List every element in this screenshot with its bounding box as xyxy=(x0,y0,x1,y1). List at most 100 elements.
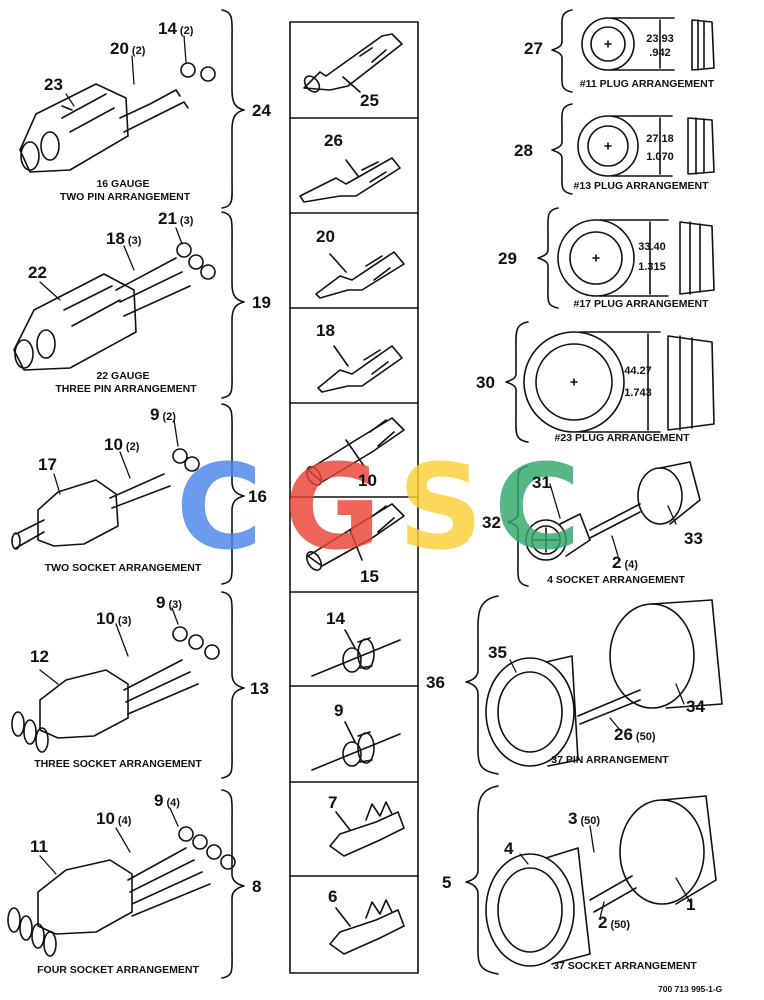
callout-9-detail: 9 xyxy=(334,701,344,720)
watermark-letter-c2: C xyxy=(494,438,581,576)
callout-24: 24 xyxy=(252,101,271,120)
callout-9-three: 9(3) xyxy=(156,593,182,612)
caption-three-socket: THREE SOCKET ARRANGEMENT xyxy=(34,758,202,770)
callout-10-four: 10(4) xyxy=(96,809,132,828)
dimension-30-metric: 44.27 xyxy=(624,365,652,377)
seal-9-drawing xyxy=(311,721,401,771)
plug-17-drawing xyxy=(557,219,715,297)
callout-6: 6 xyxy=(328,887,338,906)
callout-14: 14(2) xyxy=(158,19,194,38)
dimension-30-inch: 1.743 xyxy=(624,387,652,399)
plug-11-drawing xyxy=(581,17,715,71)
callout-21: 21(3) xyxy=(158,209,194,228)
callout-17: 17 xyxy=(38,455,57,474)
callout-28: 28 xyxy=(514,141,533,160)
caption-plug-13: #13 PLUG ARRANGEMENT xyxy=(573,180,709,192)
watermark-letter-c: C xyxy=(176,438,263,576)
callout-22: 22 xyxy=(28,263,47,282)
caption-22-gauge: 22 GAUGE xyxy=(96,370,150,382)
caption-16-gauge: 16 GAUGE xyxy=(96,178,150,190)
callout-26-fifty: 26(50) xyxy=(614,725,656,744)
caption-three-pin: THREE PIN ARRANGEMENT xyxy=(55,383,197,395)
plug-23-drawing xyxy=(523,331,715,433)
callout-10-two: 10(2) xyxy=(104,435,140,454)
callout-36: 36 xyxy=(426,673,445,692)
callout-18: 18(3) xyxy=(106,229,142,248)
caption-two-pin: TWO PIN ARRANGEMENT xyxy=(59,191,191,203)
leader-lines xyxy=(39,35,691,919)
dimension-29-metric: 33.40 xyxy=(638,241,666,253)
pin-20-drawing xyxy=(315,251,405,299)
figure-code: 700 713 995-1-G xyxy=(658,984,723,994)
two-pin-connector-drawing xyxy=(19,62,216,173)
callout-20-detail: 20 xyxy=(316,227,335,246)
caption-plug-17: #17 PLUG ARRANGEMENT xyxy=(573,298,709,310)
callout-34: 34 xyxy=(686,697,705,716)
caption-37-socket: 37 SOCKET ARRANGEMENT xyxy=(553,960,697,972)
dimension-27-inch: .942 xyxy=(649,47,671,59)
callout-2-fifty: 2(50) xyxy=(598,913,631,932)
caption-37-pin: 37 PIN ARRANGEMENT xyxy=(551,754,669,766)
caption-two-socket: TWO SOCKET ARRANGEMENT xyxy=(44,562,202,574)
callout-25: 25 xyxy=(360,91,379,110)
three-socket-connector-drawing xyxy=(11,626,220,753)
terminal-7-drawing xyxy=(329,801,405,857)
caption-four-socket: FOUR SOCKET ARRANGEMENT xyxy=(37,964,199,976)
callout-10-three: 10(3) xyxy=(96,609,132,628)
callout-18-detail: 18 xyxy=(316,321,335,340)
two-socket-connector-drawing xyxy=(11,448,200,550)
callout-7: 7 xyxy=(328,793,338,812)
dimension-28-metric: 27.18 xyxy=(646,133,674,145)
callout-15: 15 xyxy=(360,567,379,586)
caption-plug-11: #11 PLUG ARRANGEMENT xyxy=(579,78,715,90)
right-braces xyxy=(465,9,573,975)
callout-9-two: 9(2) xyxy=(150,405,176,424)
callout-5: 5 xyxy=(442,873,452,892)
watermark-letter-s: S xyxy=(398,438,483,576)
thirty-seven-pin-plug-drawing xyxy=(485,599,723,767)
callout-10-detail: 10 xyxy=(358,471,377,490)
plug-13-drawing xyxy=(577,115,715,177)
pin-25-drawing xyxy=(303,33,403,93)
detail-box-column xyxy=(289,21,419,974)
thirty-seven-socket-plug-drawing xyxy=(485,795,717,967)
callout-16: 16 xyxy=(248,487,267,506)
callout-27: 27 xyxy=(524,39,543,58)
watermark-letter-g: G xyxy=(284,438,381,576)
callout-19: 19 xyxy=(252,293,271,312)
callout-1: 1 xyxy=(686,895,696,914)
callout-20: 20(2) xyxy=(110,39,146,58)
caption-4-socket: 4 SOCKET ARRANGEMENT xyxy=(547,574,685,586)
callout-9-four: 9(4) xyxy=(154,791,180,810)
pin-26-drawing xyxy=(299,157,401,203)
callout-3: 3(50) xyxy=(568,809,601,828)
seal-14-drawing xyxy=(311,629,401,677)
callout-32: 32 xyxy=(482,513,501,532)
callout-12: 12 xyxy=(30,647,49,666)
callout-13: 13 xyxy=(250,679,269,698)
callout-4: 4 xyxy=(504,839,514,858)
callout-26-detail: 26 xyxy=(324,131,343,150)
callout-29: 29 xyxy=(498,249,517,268)
three-pin-connector-drawing xyxy=(13,242,216,371)
callout-23: 23 xyxy=(44,75,63,94)
socket-15-drawing xyxy=(305,503,405,571)
caption-plug-23: #23 PLUG ARRANGEMENT xyxy=(554,432,690,444)
socket-10-drawing xyxy=(305,417,405,486)
pin-18-drawing xyxy=(317,345,403,393)
callout-33: 33 xyxy=(684,529,703,548)
dimension-27-metric: 23.93 xyxy=(646,33,674,45)
callout-8: 8 xyxy=(252,877,262,896)
callout-31: 31 xyxy=(532,473,551,492)
dimension-29-inch: 1.315 xyxy=(638,261,666,273)
dimension-28-inch: 1.070 xyxy=(646,151,674,163)
left-braces xyxy=(221,9,245,979)
terminal-6-drawing xyxy=(329,899,405,955)
four-socket-connector-drawing xyxy=(7,826,236,957)
callout-2-four: 2(4) xyxy=(612,553,638,572)
callout-35: 35 xyxy=(488,643,507,662)
callout-14-detail: 14 xyxy=(326,609,345,628)
callout-30: 30 xyxy=(476,373,495,392)
callout-11: 11 xyxy=(30,837,48,856)
